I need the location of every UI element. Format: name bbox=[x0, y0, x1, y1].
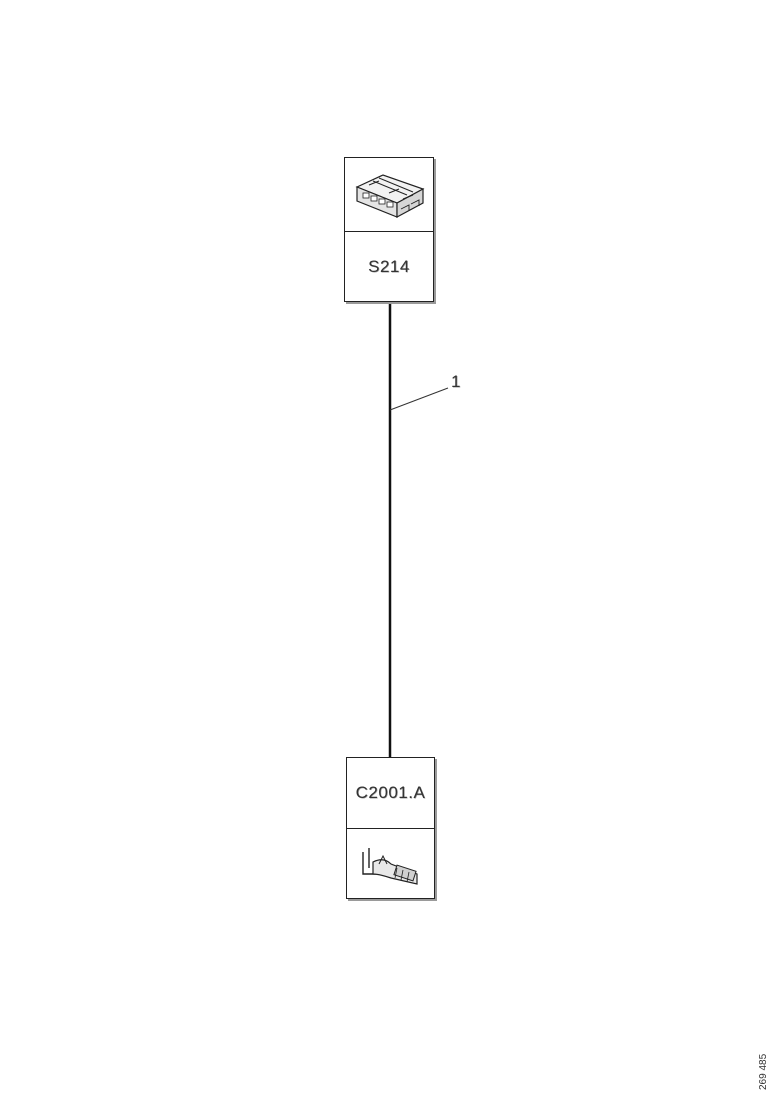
connector-c2001a-label-cell: C2001.A bbox=[347, 758, 434, 829]
wire-callout-number: 1 bbox=[451, 372, 461, 391]
multi-pin-connector-icon bbox=[355, 173, 425, 218]
connector-s214-label: S214 bbox=[368, 256, 410, 276]
connector-s214-label-cell: S214 bbox=[345, 232, 433, 301]
connector-c2001a[interactable]: C2001.A bbox=[346, 757, 435, 899]
terminal-connector-icon bbox=[361, 847, 418, 885]
connector-s214-icon-cell bbox=[345, 158, 433, 232]
connector-s214[interactable]: S214 bbox=[344, 157, 434, 302]
drawing-reference-number: 269 485 bbox=[758, 1053, 769, 1090]
connector-c2001a-label: C2001.A bbox=[355, 783, 426, 802]
connector-c2001a-icon-cell bbox=[347, 829, 434, 898]
callout-leader-line bbox=[389, 387, 449, 411]
